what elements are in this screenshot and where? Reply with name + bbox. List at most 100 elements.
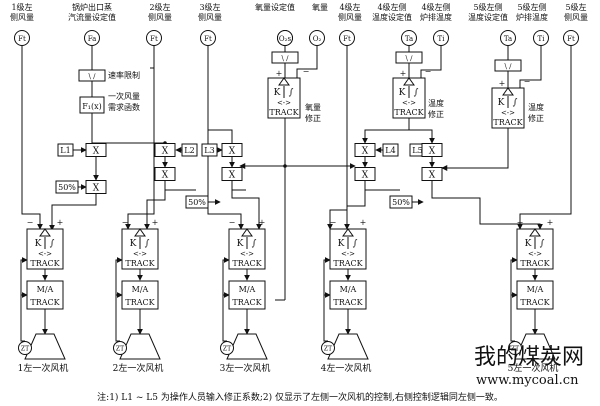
transmitter-label: O₂s (279, 35, 292, 43)
multiplier-label: X (229, 147, 236, 157)
wire (441, 128, 509, 171)
zt-label: ZT (324, 346, 332, 353)
sign: + (152, 218, 159, 227)
position-transmitter (508, 341, 522, 355)
multiplier-label: X (162, 147, 169, 157)
wire (409, 129, 435, 144)
signal-name: 5级左侧 (517, 2, 546, 12)
transmitter (401, 30, 417, 46)
multiplier-block (154, 167, 176, 181)
wire (49, 194, 97, 231)
pid-k-label: K (35, 239, 42, 249)
signal-name: 5级左 (565, 2, 586, 12)
wire (510, 257, 518, 342)
pid-k-label: K (525, 239, 532, 249)
transmitter-label: Ta (405, 35, 413, 43)
percent-label: 50% (58, 183, 76, 192)
rate-limit-icon: \ ∕ (505, 63, 513, 71)
percent-block (185, 195, 209, 209)
demand-function-label: F₁(x) (82, 102, 102, 111)
delta-icon (502, 87, 514, 96)
o2-correction-text: 氧量 (305, 102, 321, 112)
signal-name: 温度设定值 (372, 12, 412, 22)
signal-name: 4级左侧 (421, 2, 450, 12)
pid-arrow-label: <‑> (341, 250, 355, 258)
demand-function-text: 一次风量 (108, 91, 140, 101)
delta-icon (241, 228, 253, 237)
transmitter-label: Ft (343, 35, 351, 43)
multiplier-block (221, 167, 243, 181)
o2-correction-text: 修正 (305, 113, 321, 123)
signal-name: 侧风量 (148, 12, 172, 22)
transmitter-label: Ta (504, 35, 512, 43)
percent-block (55, 180, 79, 194)
pid-track-label: TRACK (232, 259, 262, 268)
pid-arrow-label: <‑> (402, 99, 416, 107)
wire (222, 257, 230, 342)
ma-label: M/A (340, 285, 357, 294)
multiplier-block (421, 167, 443, 181)
signal-name: 锅炉出口蒸 (72, 2, 112, 12)
wire (231, 181, 262, 230)
sign: + (499, 79, 506, 88)
signal-name: 4级左侧 (377, 2, 406, 12)
ma-station (121, 280, 159, 310)
delta-icon (134, 228, 146, 237)
zt-label: ZT (116, 346, 124, 353)
transmitter-label: O₂ (313, 35, 322, 43)
signal-name: 汽流量设定值 (68, 12, 116, 22)
pid-integral-label: ∫ (540, 239, 545, 249)
signal-name: 侧风量 (338, 12, 362, 22)
pid-k-label: K (498, 98, 505, 108)
transmitter-label: Fa (88, 35, 97, 43)
sign: − (122, 218, 129, 227)
transmitter-label: Ft (204, 35, 212, 43)
sign: + (259, 218, 266, 227)
transmitter (339, 30, 355, 46)
delta-icon (342, 228, 354, 237)
temp-correction-text: 修正 (428, 109, 444, 119)
sign: − (303, 67, 310, 76)
wire (362, 118, 410, 144)
rate-limit-block (78, 69, 106, 82)
rate-limit-block (271, 51, 299, 64)
transmitter (84, 30, 100, 46)
ma-track-label: TRACK (333, 298, 363, 307)
multiplier-label: X (162, 171, 169, 181)
wire (517, 45, 572, 230)
percent-block (389, 195, 413, 209)
fan-label: 4左一次风机 (321, 362, 372, 374)
wire (327, 45, 348, 230)
delta-icon (529, 228, 541, 237)
signal-name: 炉排温度 (420, 12, 452, 22)
wire (125, 45, 155, 230)
transmitter (433, 30, 449, 46)
ma-track-label: TRACK (520, 298, 550, 307)
ma-track-label: TRACK (125, 298, 155, 307)
wire (21, 45, 43, 230)
watermark: 我的煤炭网 (474, 345, 584, 370)
sign: + (276, 69, 283, 78)
rate-limit-icon: \ ∕ (282, 55, 290, 63)
wire (519, 45, 542, 88)
multiplier-block (154, 143, 176, 157)
position-transmitter (113, 341, 127, 355)
wire (207, 45, 233, 143)
ma-track-label: TRACK (232, 298, 262, 307)
fan-label: 1左一次风机 (18, 362, 69, 374)
wire (344, 181, 366, 230)
signal-name: 侧风量 (198, 12, 222, 22)
coefficient-input (201, 143, 218, 157)
wire (296, 45, 318, 78)
pid-track-label: TRACK (125, 259, 155, 268)
pid-track-label: TRACK (269, 108, 299, 117)
position-transmitter (321, 341, 335, 355)
pid-track-label: TRACK (394, 108, 424, 117)
multiplier-block (85, 143, 107, 157)
ma-label: M/A (239, 285, 256, 294)
multiplier-block (85, 180, 107, 194)
wire (115, 257, 123, 342)
rate-limit-block (494, 59, 522, 72)
coefficient-input (382, 143, 399, 157)
